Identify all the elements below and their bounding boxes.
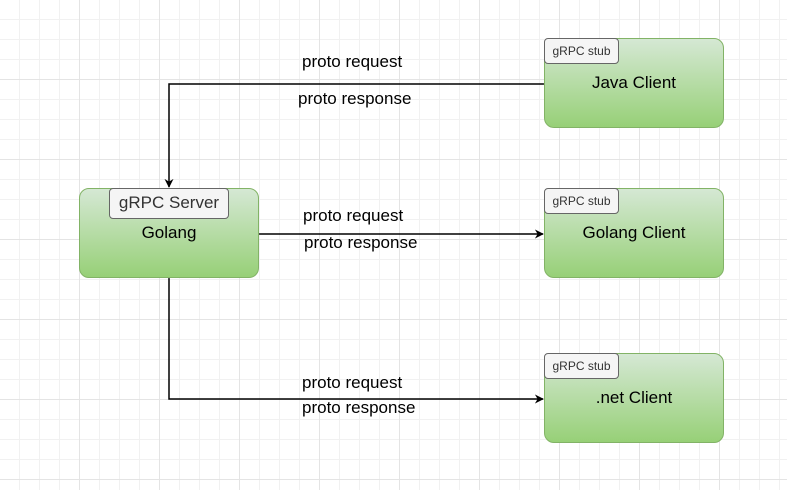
server-label: Golang: [141, 223, 197, 242]
net-stub-badge: gRPC stub: [544, 353, 619, 379]
golang-response-label: proto response: [304, 233, 418, 252]
java-client-node[interactable]: gRPC stub Java Client: [544, 38, 724, 128]
golang-client-node[interactable]: gRPC stub Golang Client: [544, 188, 724, 278]
connector-net-server: [164, 270, 544, 404]
net-response-label: proto response: [302, 398, 416, 417]
java-response-label: proto response: [298, 89, 412, 108]
golang-request-label: proto request: [303, 206, 404, 225]
net-client-node[interactable]: gRPC stub .net Client: [544, 353, 724, 443]
connector-java-server: [164, 79, 552, 188]
golang-client-label: Golang Client: [582, 223, 686, 242]
server-badge: gRPC Server: [109, 188, 229, 219]
java-request-label: proto request: [302, 52, 403, 71]
net-client-label: .net Client: [595, 388, 673, 407]
net-request-label: proto request: [302, 373, 403, 392]
java-client-label: Java Client: [591, 73, 677, 92]
server-node[interactable]: gRPC Server Golang: [79, 188, 259, 278]
java-stub-badge: gRPC stub: [544, 38, 619, 64]
golang-stub-badge: gRPC stub: [544, 188, 619, 214]
